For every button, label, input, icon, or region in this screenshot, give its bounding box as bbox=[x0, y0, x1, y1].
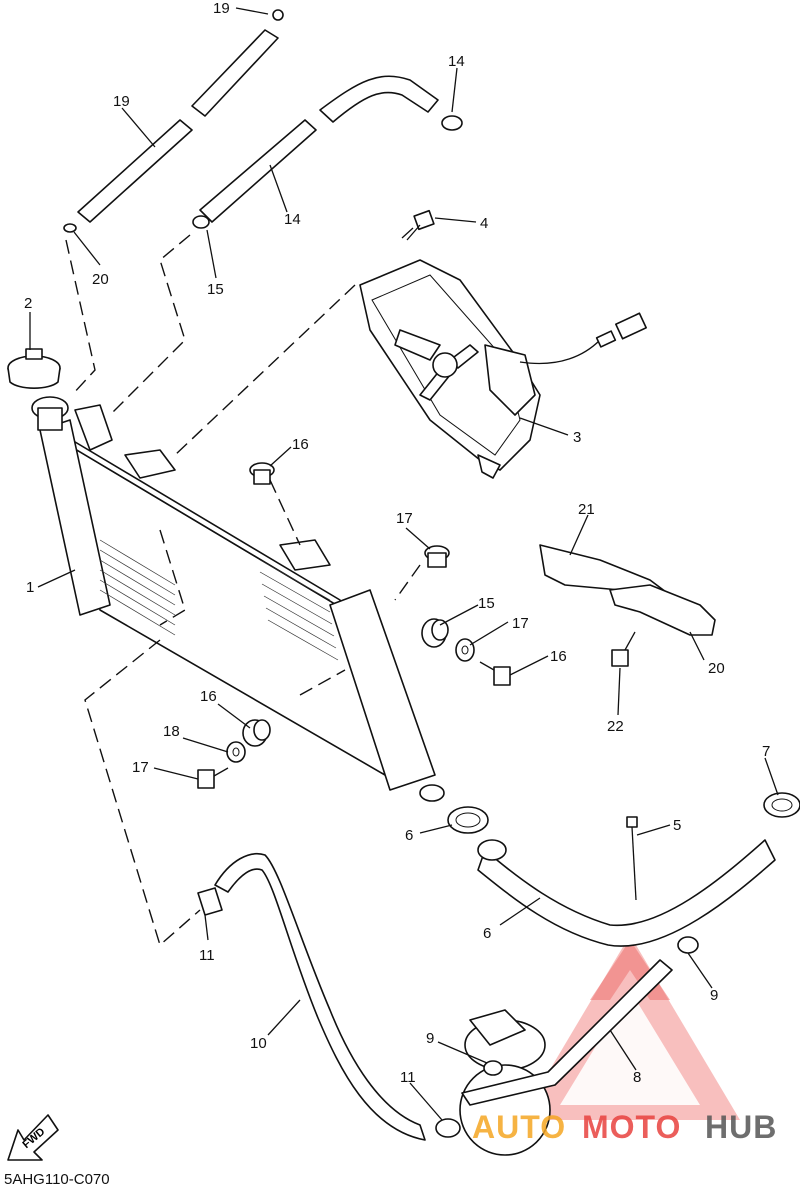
filler-neck-body bbox=[37, 407, 63, 431]
assembly-guide-lines bbox=[65, 234, 421, 947]
hose-10 bbox=[214, 853, 426, 1141]
radiator-cap bbox=[7, 348, 61, 389]
hose-clamp-7-right bbox=[763, 792, 800, 818]
callout-1: 1 bbox=[26, 579, 34, 596]
callout-7-right: 7 bbox=[762, 743, 770, 760]
collar-15-upper bbox=[249, 462, 275, 485]
hose-clamp-7-left bbox=[447, 806, 489, 834]
callout-11-top: 11 bbox=[199, 947, 215, 964]
callout-20: 20 bbox=[708, 660, 725, 677]
callout-15-mid: 17 bbox=[396, 510, 413, 527]
bolt-22 bbox=[611, 631, 636, 667]
radiator-outlet bbox=[419, 784, 445, 802]
callout-3: 3 bbox=[573, 429, 581, 446]
fwd-arrow-icon: FWD bbox=[7, 1114, 59, 1161]
fan-motor-assembly bbox=[359, 259, 647, 479]
hose-18 bbox=[77, 119, 193, 223]
hidden-detail-line bbox=[159, 529, 186, 626]
leader-lines bbox=[29, 7, 779, 1121]
washer-17-left bbox=[226, 741, 246, 763]
bolt-16-left bbox=[197, 767, 229, 789]
callout-4: 4 bbox=[480, 215, 488, 232]
callout-13-top: 14 bbox=[448, 53, 465, 70]
hose-12 bbox=[199, 119, 317, 223]
watermark-logo bbox=[520, 935, 740, 1120]
hose-clamp-13-lower bbox=[192, 215, 210, 229]
callout-5: 5 bbox=[673, 817, 681, 834]
callout-19-top: 19 bbox=[213, 0, 230, 17]
bracket-20 bbox=[609, 584, 716, 636]
radiator-assembly bbox=[31, 396, 445, 802]
radiator-mount-lug-left bbox=[124, 449, 176, 479]
callout-8: 8 bbox=[633, 1069, 641, 1086]
hose-upper-right bbox=[319, 75, 439, 123]
diagram-code: 5AHG110-C070 bbox=[4, 1171, 110, 1188]
callout-11-bottom: 11 bbox=[400, 1069, 416, 1086]
radiator-mount-lug-right bbox=[279, 539, 331, 571]
callout-14-right: 15 bbox=[478, 595, 495, 612]
callout-22: 22 bbox=[607, 718, 624, 735]
radiator-fins-right bbox=[259, 559, 339, 661]
hose-clamp-19-lower bbox=[63, 223, 77, 233]
watermark-triangle-inner bbox=[560, 990, 700, 1105]
bolt-16-right bbox=[479, 661, 511, 686]
callout-10: 10 bbox=[250, 1035, 267, 1052]
watermark-word-3: HUB bbox=[705, 1109, 777, 1145]
callout-13-bottom: 15 bbox=[207, 281, 224, 298]
callout-7-left: 6 bbox=[405, 827, 413, 844]
callout-21: 21 bbox=[578, 501, 595, 518]
hose-clamp-9-upper bbox=[677, 936, 699, 954]
grommet-14-left bbox=[242, 719, 271, 747]
radiator-top-bracket bbox=[74, 404, 113, 451]
hose-clamp-11-upper bbox=[197, 887, 223, 916]
radiator-fins-left bbox=[99, 539, 176, 636]
watermark-word-1: AUTO bbox=[472, 1109, 566, 1145]
hose-clamp-11-lower bbox=[435, 1118, 461, 1138]
callout-12: 14 bbox=[284, 211, 301, 228]
washer-17-right bbox=[455, 638, 475, 662]
callout-6: 6 bbox=[483, 925, 491, 942]
hose-clamp-9-lower bbox=[483, 1060, 503, 1076]
hose-clamp-13-upper bbox=[441, 115, 463, 131]
hose-19-upper bbox=[191, 9, 284, 117]
collar-15-lower bbox=[424, 545, 450, 568]
callout-17-left: 18 bbox=[163, 723, 180, 740]
grommet-14-right bbox=[421, 618, 449, 648]
callout-labels: 19 19 14 14 20 15 4 2 3 16 17 1 15 17 16… bbox=[24, 0, 770, 1086]
callout-19-bottom: 20 bbox=[92, 271, 109, 288]
water-pipe-8 bbox=[461, 959, 673, 1106]
callout-9-right: 9 bbox=[710, 987, 718, 1004]
callout-16-left: 17 bbox=[132, 759, 149, 776]
bolt-4 bbox=[401, 209, 435, 241]
callout-2: 2 bbox=[24, 295, 32, 312]
callout-17-right: 17 bbox=[512, 615, 529, 632]
callout-18: 19 bbox=[113, 93, 130, 110]
watermark-word-2: MOTO bbox=[582, 1109, 681, 1145]
callout-9-left: 9 bbox=[426, 1030, 434, 1047]
callout-14-left: 16 bbox=[200, 688, 217, 705]
radiator-right-tank bbox=[329, 589, 436, 791]
hose-6 bbox=[477, 839, 776, 947]
watermark-text: AUTO MOTO HUB bbox=[472, 1109, 777, 1145]
callout-15-top: 16 bbox=[292, 436, 309, 453]
cable-tie-5 bbox=[626, 816, 638, 901]
callout-16-right: 16 bbox=[550, 648, 567, 665]
